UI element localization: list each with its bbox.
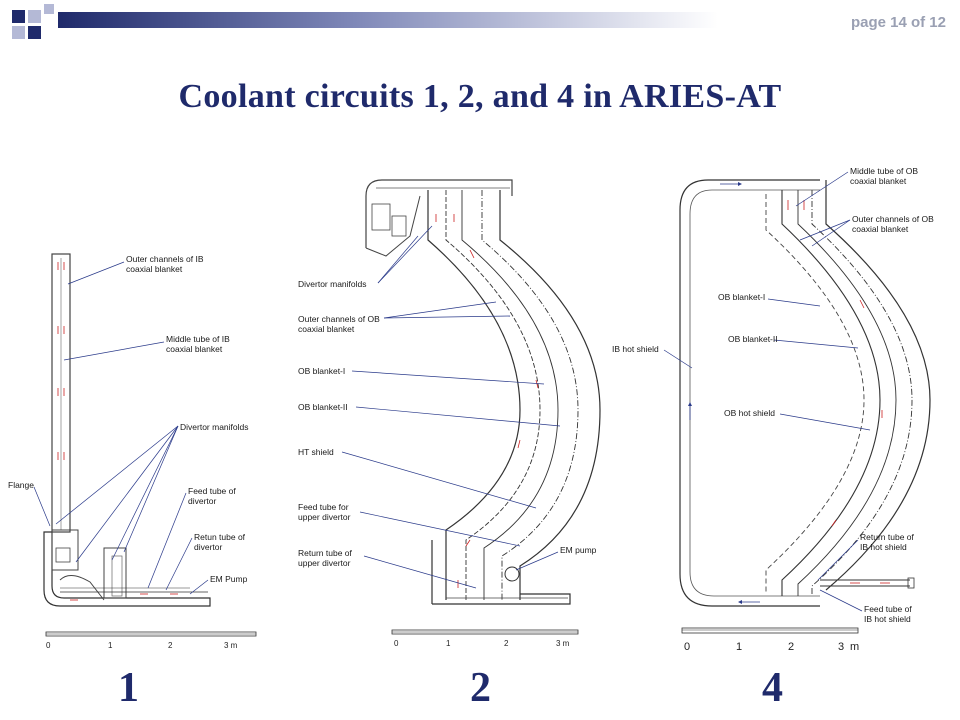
label-feed-upper-2: upper divertor <box>298 512 351 522</box>
diagram-circuit-1: Outer channels of IB coaxial blanket Mid… <box>8 253 257 650</box>
label-em-pump-1: EM Pump <box>210 574 248 584</box>
label-ob-blanket1-4: OB blanket-I <box>718 292 765 302</box>
label-ob-blanket1-2: OB blanket-I <box>298 366 345 376</box>
label-feed-1: Feed tube of <box>188 486 236 496</box>
label-middle-ib-1: Middle tube of IB <box>166 334 230 344</box>
label-ib-hot-shield: IB hot shield <box>612 344 659 354</box>
scale2-3: 3 m <box>556 639 570 648</box>
label-ht-shield: HT shield <box>298 447 334 457</box>
label-return-1: Retun tube of <box>194 532 246 542</box>
label-divertor-manifolds-1: Divertor manifolds <box>180 422 249 432</box>
label-feed-2: divertor <box>188 496 217 506</box>
scale4-0: 0 <box>684 641 690 653</box>
scale4-3: 3 <box>838 641 844 653</box>
header-decoration <box>12 4 718 39</box>
circuit-number-2: 2 <box>470 665 491 711</box>
scale4-2: 2 <box>788 641 794 653</box>
label-feed-ib-1: Feed tube of <box>864 604 912 614</box>
scale1-2: 2 <box>168 641 173 650</box>
scale4-m: m <box>850 641 859 653</box>
label-middle-ob-1: Middle tube of OB <box>850 166 918 176</box>
diagram-circuit-2: Divertor manifolds Outer channels of OB … <box>298 179 601 648</box>
scale2-2: 2 <box>504 639 509 648</box>
label-em-pump-2: EM pump <box>560 545 597 555</box>
label-outer-ob-2: coaxial blanket <box>298 324 355 334</box>
label-flange: Flange <box>8 480 34 490</box>
scale1-3: 3 m <box>224 641 238 650</box>
label-feed-ib-2: IB hot shield <box>864 614 911 624</box>
label-outer-ib-2: coaxial blanket <box>126 264 183 274</box>
label-outer-ob-4-1: Outer channels of OB <box>852 214 934 224</box>
circuit-number-4: 4 <box>762 665 783 711</box>
label-return-upper-2: upper divertor <box>298 558 351 568</box>
label-middle-ob-2: coaxial blanket <box>850 176 907 186</box>
label-return-ib-1: Return tube of <box>860 532 915 542</box>
scale1-0: 0 <box>46 641 51 650</box>
scale4-1: 1 <box>736 641 742 653</box>
label-outer-ob-1: Outer channels of OB <box>298 314 380 324</box>
label-return-upper-1: Return tube of <box>298 548 353 558</box>
label-ob-blanket2-2: OB blanket-II <box>298 402 348 412</box>
label-outer-ob-4-2: coaxial blanket <box>852 224 909 234</box>
scale2-0: 0 <box>394 639 399 648</box>
scale1-1: 1 <box>108 641 113 650</box>
label-ob-hot-shield: OB hot shield <box>724 408 775 418</box>
slide-title: Coolant circuits 1, 2, and 4 in ARIES-AT <box>178 78 782 115</box>
page-number: page 14 of 12 <box>850 14 946 31</box>
label-divertor-manifolds-2: Divertor manifolds <box>298 279 367 289</box>
label-outer-ib-1: Outer channels of IB <box>126 254 204 264</box>
label-middle-ib-2: coaxial blanket <box>166 344 223 354</box>
label-feed-upper-1: Feed tube for <box>298 502 349 512</box>
label-return-ib-2: IB hot shield <box>860 542 907 552</box>
label-ob-blanket2-4: OB blanket-II <box>728 334 778 344</box>
label-return-2: divertor <box>194 542 223 552</box>
scale2-1: 1 <box>446 639 451 648</box>
diagram-circuit-4: Middle tube of OB coaxial blanket Outer … <box>612 166 934 653</box>
circuit-number-1: 1 <box>118 665 139 711</box>
